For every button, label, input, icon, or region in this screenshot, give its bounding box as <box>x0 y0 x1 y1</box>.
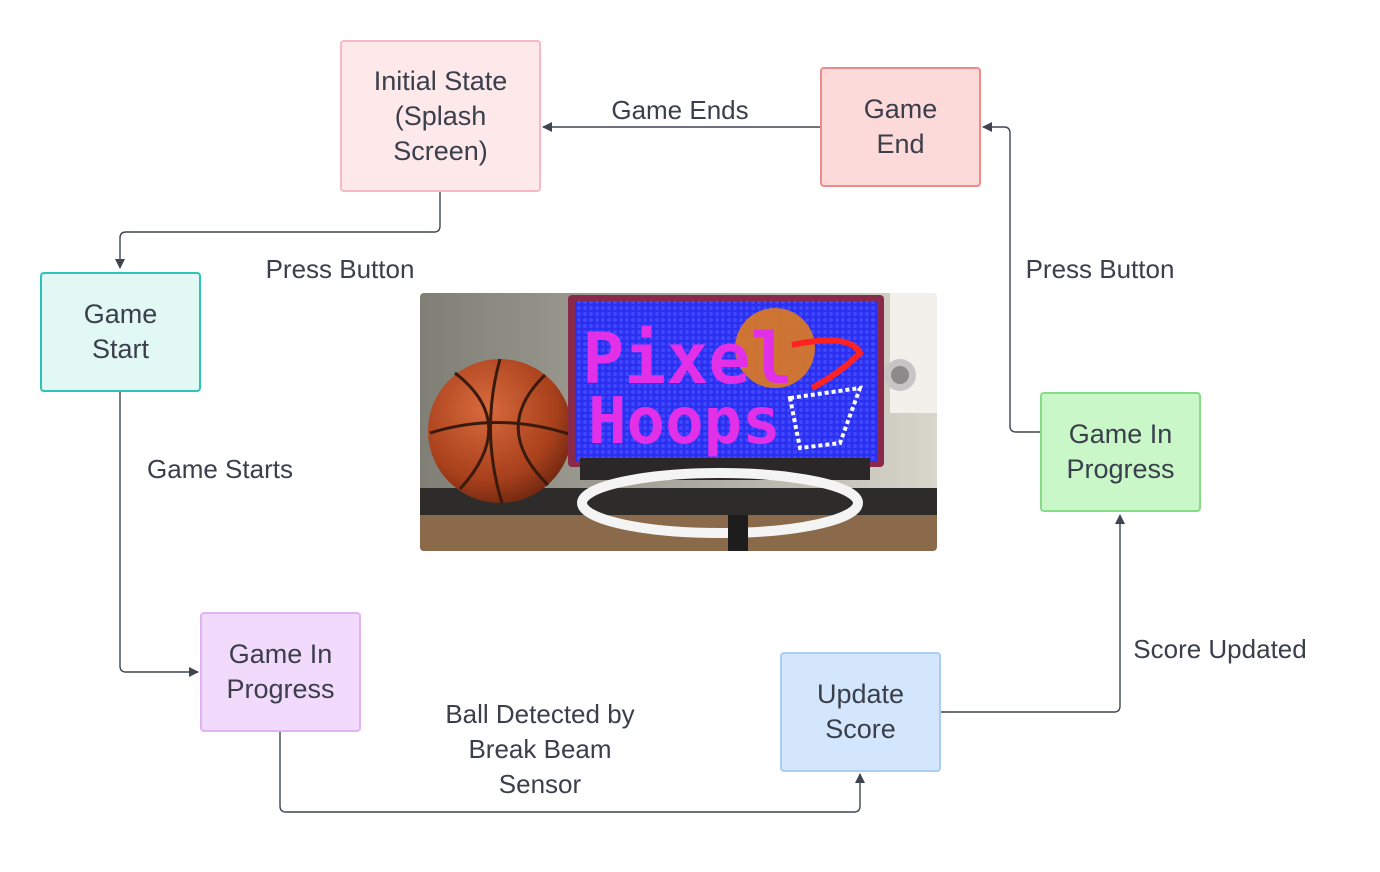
edge-ball-detected <box>279 732 865 813</box>
node-initial-state: Initial State (Splash Screen) <box>340 40 541 192</box>
node-update-score: Update Score <box>780 652 941 772</box>
node-game-in-progress-right: Game In Progress <box>1040 392 1201 512</box>
pixel-hoops-photo: Pixel Hoops <box>420 293 937 551</box>
node-game-end: Game End <box>820 67 981 187</box>
node-game-start: Game Start <box>40 272 201 392</box>
edge-press-button-right <box>982 122 1040 433</box>
label-ball-detected: Ball Detected by Break Beam Sensor <box>445 699 635 799</box>
node-game-in-progress-left: Game In Progress <box>200 612 361 732</box>
edge-press-button-left <box>115 192 441 269</box>
sign-text-pixel: Pixel <box>582 318 793 400</box>
pixel-hoops-illustration: Pixel Hoops <box>420 293 937 551</box>
edge-score-updated <box>940 514 1125 713</box>
label-score-updated: Score Updated <box>1133 634 1307 664</box>
label-press-button-left: Press Button <box>265 254 415 284</box>
edge-game-starts <box>119 392 199 677</box>
basketball-shape <box>428 359 572 503</box>
label-press-button-right: Press Button <box>1025 254 1175 284</box>
label-game-ends: Game Ends <box>611 95 749 125</box>
sign-text-hoops: Hoops <box>588 385 781 459</box>
label-game-starts: Game Starts <box>147 454 293 484</box>
